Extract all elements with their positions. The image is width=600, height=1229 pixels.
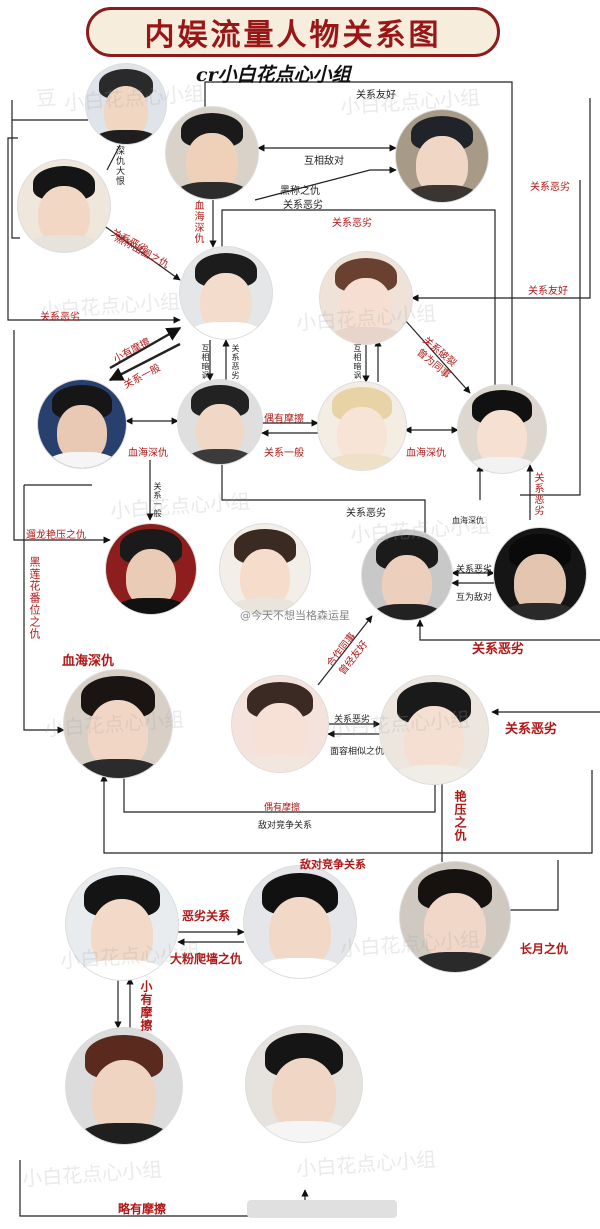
rel-r46: 小有摩擦 [139,980,153,1032]
rel-r31: 黑莲花番位之仇 [28,556,41,640]
avatar-a13 [362,530,452,620]
avatar-a1 [86,64,166,144]
avatar-a17 [380,676,488,784]
avatar-a9 [318,382,406,470]
rel-r29: 互为敌对 [456,593,493,603]
weibo-tag: @今天不想当格森运星 [240,609,350,622]
rel-r11: 关系友好 [528,286,568,297]
avatar-a20 [400,862,510,972]
wire [204,81,516,399]
rel-r47: 略有摩擦 [118,1202,167,1216]
avatar-a3 [396,110,488,202]
rel-r45: 长月之仇 [520,942,569,956]
rel-r01: 关系友好 [356,90,396,101]
wire [317,615,373,686]
wire [404,319,471,394]
rel-r17: 互相暗讽 [353,344,362,380]
rel-r41: 艳压之仇 [453,790,467,842]
wire [108,342,181,382]
avatar-a21 [66,1028,182,1144]
wire [416,619,600,641]
wire [120,769,439,813]
rel-r21: 偶有摩擦 [264,414,304,425]
wire [7,137,181,324]
avatar-a4 [18,160,110,252]
watermark-icon: 豆 [35,85,57,111]
rel-r23: 血海深仇 [406,448,446,459]
title-banner: 内娱流量人物关系图 [86,7,500,57]
rel-r40: 敌对竞争关系 [258,821,313,831]
rel-r38: 面容相似之仇 [330,747,385,757]
avatar-a12 [220,524,310,614]
rel-r24: 关系一般 [153,482,162,518]
rel-r07: 血海深仇 [192,200,203,244]
rel-r30: 遛龙艳压之仇 [26,530,86,541]
rel-r16: 关系恶劣 [231,344,240,380]
avatar-a10 [458,385,546,473]
wire [508,860,559,911]
wire [100,770,593,854]
rel-r12: 关系恶劣 [40,312,80,323]
avatar-a14 [494,528,586,620]
rel-r32: 关系恶劣 [472,642,525,657]
wire [23,485,65,734]
avatar-a11 [106,524,196,614]
rel-r06: 关系恶劣 [283,200,323,211]
rel-r05: 黑称之仇 [280,186,320,197]
rel-r02: 深仇大恨 [114,146,124,186]
rel-r36: 关系恶劣 [505,722,558,737]
rel-r44: 大粉爬墙之仇 [170,952,243,966]
avatar-a6 [320,252,412,344]
wire [254,166,397,201]
rel-r15: 互相暗讽 [201,344,210,380]
wire [106,144,121,171]
rel-r26: 血海深仇 [452,516,484,525]
avatar-a5 [180,247,272,339]
page-title: 内娱流量人物关系图 [144,18,442,53]
rel-r43: 恶劣关系 [182,909,231,923]
wire [520,180,581,496]
rel-r22: 关系一般 [264,448,304,459]
wire [13,330,111,544]
avatar-a8 [178,380,262,464]
avatar-a19 [244,866,356,978]
wire [221,460,429,556]
avatar-a18 [66,868,178,980]
rel-r35: 血海深仇 [62,654,115,669]
blurred-handle [247,1200,397,1218]
rel-r08: 关系恶劣 [332,218,372,229]
wire [221,209,499,396]
rel-r37: 关系恶劣 [334,715,371,725]
wire [95,219,181,281]
rel-r20: 血海深仇 [128,448,168,459]
avatar-a15 [64,670,172,778]
avatar-a22 [246,1026,362,1142]
rel-r27: 关系恶劣 [532,472,543,516]
avatar-a16 [232,676,328,772]
rel-r03: 互相敌对 [304,156,344,167]
wire [11,100,20,239]
avatar-a7 [38,380,126,468]
avatar-a2 [166,107,258,199]
credit-text: cr小白花点心小组 [196,64,351,86]
wire [109,326,182,370]
rel-r04: 关系恶劣 [530,182,570,193]
rel-r42: 敌对竞争关系 [300,858,366,871]
rel-r28: 关系恶劣 [456,565,493,575]
wire [411,98,591,302]
rel-r39: 偶有摩擦 [264,803,301,813]
rel-r25: 关系恶劣 [346,508,386,519]
